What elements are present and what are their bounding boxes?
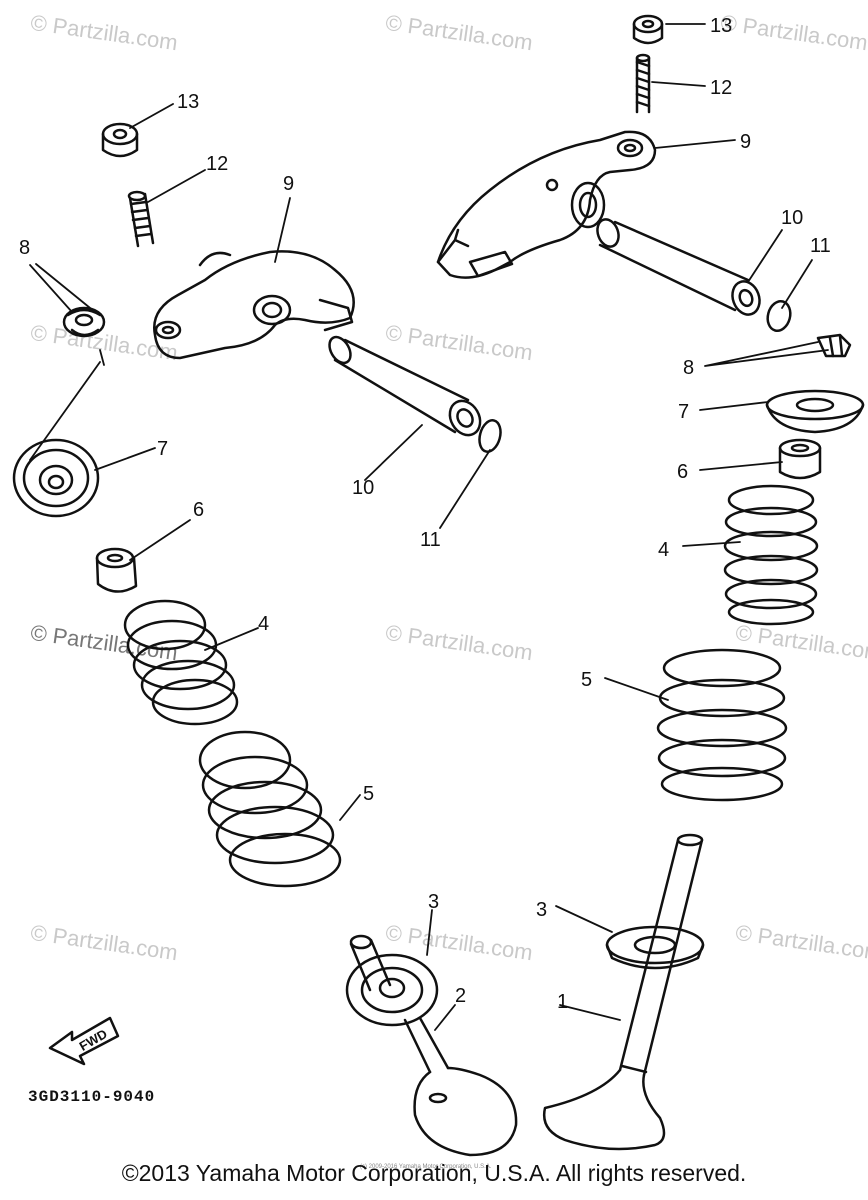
- valve-cotter-left-part: [62, 306, 106, 338]
- outer-valve-spring-left-part: [198, 730, 342, 888]
- callout-5-left: 5: [363, 783, 374, 805]
- rocker-arm-right-part: [436, 130, 657, 279]
- callout-8-right: 8: [683, 357, 694, 379]
- callout-labels: 1 2 3 3 4 4 5 5 6 6 7 7 8 8 9 9 10 10 11…: [19, 15, 831, 1013]
- rocker-arm-left-part: [153, 250, 355, 360]
- callout-3-left: 3: [428, 891, 439, 913]
- callout-3-right: 3: [536, 899, 547, 921]
- callout-9-left: 9: [283, 173, 294, 195]
- callout-7-left: 7: [157, 438, 168, 460]
- callout-13-right: 13: [710, 15, 732, 37]
- callout-9-right: 9: [740, 131, 751, 153]
- exhaust-valve-part: [542, 833, 704, 1151]
- inner-valve-spring-right-part: [723, 484, 819, 626]
- o-ring-right-part: [766, 299, 792, 333]
- callout-12-right: 12: [710, 77, 732, 99]
- valve-stem-seal-right-part: [778, 438, 822, 480]
- rocker-shaft-left-part: [328, 335, 482, 437]
- callout-11-left: 11: [420, 529, 441, 551]
- inner-valve-spring-left-part: [123, 599, 239, 726]
- adjusting-screw-left-part: [127, 190, 155, 248]
- valve-stem-seal-left-part: [95, 547, 138, 593]
- valve-cotter-right-part: [816, 333, 852, 358]
- callout-6-right: 6: [677, 461, 688, 483]
- forward-direction-arrow: [48, 1016, 120, 1066]
- callout-4-right: 4: [658, 539, 669, 561]
- rocker-shaft-right-part: [596, 218, 761, 316]
- callout-6-left: 6: [193, 499, 204, 521]
- nut-right-part: [632, 14, 664, 45]
- callout-5-right: 5: [581, 669, 592, 691]
- spring-retainer-right-part: [765, 389, 865, 434]
- nut-left-part: [101, 122, 139, 158]
- leader-lines: [29, 23, 829, 1031]
- adjusting-screw-right-part: [635, 53, 651, 114]
- copyright-notice: ©2013 Yamaha Motor Corporation, U.S.A. A…: [121, 1160, 747, 1186]
- o-ring-left-part: [478, 419, 502, 453]
- callout-10-right: 10: [781, 207, 803, 229]
- callout-11-right: 11: [810, 235, 831, 257]
- callout-13-left: 13: [177, 91, 199, 113]
- callout-7-right: 7: [678, 401, 689, 423]
- callout-2: 2: [455, 985, 466, 1007]
- callout-4-left: 4: [258, 613, 269, 635]
- callout-12-left: 12: [206, 153, 228, 175]
- intake-valve-part: [349, 934, 518, 1157]
- outer-valve-spring-right-part: [656, 648, 788, 802]
- callout-10-left: 10: [352, 477, 374, 499]
- valve-seat-ring-left-part: [345, 953, 439, 1027]
- spring-retainer-left-part: [12, 438, 100, 518]
- callout-1: 1: [557, 991, 568, 1013]
- diagram-reference-code: 3GD3110-9040: [28, 1088, 156, 1106]
- fine-print: (c) 2009-2016 Yamaha Motor Corporation, …: [360, 1164, 492, 1170]
- callout-8-left: 8: [19, 237, 30, 259]
